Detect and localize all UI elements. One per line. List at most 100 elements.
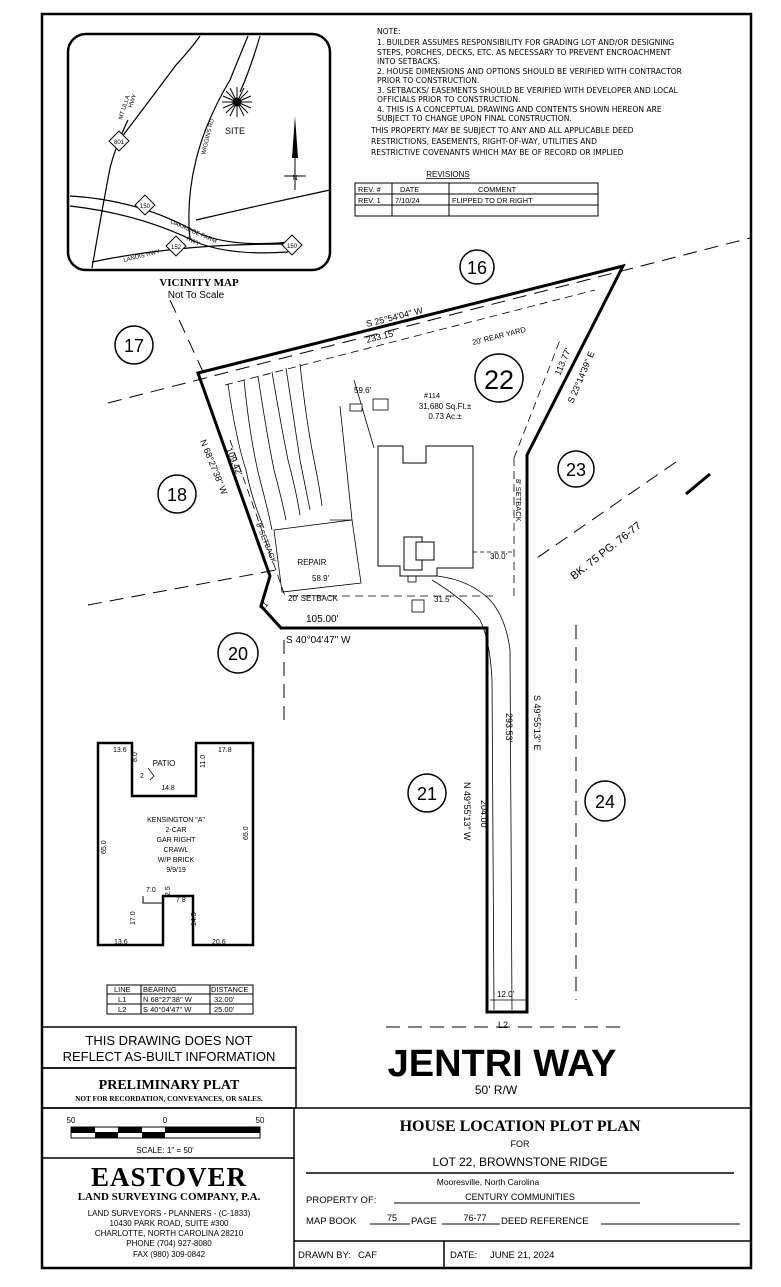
svg-text:3. SETBACKS/ EASEMENTS SHOULD: 3. SETBACKS/ EASEMENTS SHOULD BE VERIFIE… [377, 86, 679, 95]
line-row2-line: L2 [118, 1005, 126, 1014]
mapbook-value: 75 [387, 1213, 397, 1223]
svg-text:INTO SETBACKS.: INTO SETBACKS. [377, 57, 440, 66]
svg-text:REFLECT AS-BUILT INFORMATION: REFLECT AS-BUILT INFORMATION [63, 1049, 276, 1064]
dim-30-0: 30.0' [490, 552, 508, 561]
notes-block: NOTE: 1. BUILDER ASSUMES RESPONSIBILITY … [370, 27, 683, 157]
svg-text:PRIOR TO CONSTRUCTION.: PRIOR TO CONSTRUCTION. [377, 76, 479, 85]
setback-right: 8' SETBACK [514, 479, 523, 522]
vicinity-map: SITE MT ULLA HWY WIGGINS RD OAKRIDGE FAR… [66, 32, 332, 301]
svg-text:50: 50 [67, 1116, 76, 1125]
svg-text:NOTE:: NOTE: [377, 27, 401, 36]
detail-7-8: 7.8 [176, 897, 186, 904]
scale-bar: 50 0 50 SCALE: 1" = 50' [67, 1116, 265, 1155]
plan-city: Mooresville, North Carolina [437, 1177, 540, 1187]
svg-text:CHARLOTTE, NORTH CAROLINA 2821: CHARLOTTE, NORTH CAROLINA 28210 [95, 1229, 244, 1238]
lot-20: 20 [217, 632, 259, 674]
company-block: EASTOVER LAND SURVEYING COMPANY, P.A. LA… [78, 1162, 261, 1259]
lot-24: 24 [584, 780, 626, 822]
rev-row-comment: FLIPPED TO DR RIGHT [452, 196, 533, 205]
repair-label: REPAIR [297, 558, 326, 567]
bearing-right: S 23°14'39" E [566, 350, 597, 405]
detail-7-0: 7.0 [146, 887, 156, 894]
detail-17-0: 17.0 [130, 911, 137, 925]
lot-number: #114 [424, 391, 440, 400]
line-row2-distance: 25.00' [214, 1005, 235, 1014]
svg-text:150: 150 [287, 244, 298, 250]
detail-20-6: 20.6 [212, 939, 226, 946]
property-label: PROPERTY OF: [306, 1195, 376, 1206]
lot-21: 21 [407, 773, 447, 813]
dist-left: 109.42' [224, 446, 244, 477]
bearing-stem-right: S 49°55'13" E [532, 695, 542, 751]
detail-11-0: 11.0 [200, 755, 207, 768]
house-detail: 13.6 8.0 PATIO 17.8 14.8 11.0 2 KENSINGT… [96, 741, 255, 947]
rev-row-date: 7/10/24 [395, 196, 420, 205]
svg-text:N: N [292, 175, 297, 182]
svg-text:150: 150 [140, 204, 151, 210]
shield-801-icon: 801 [108, 130, 130, 152]
bearing-stem-left: N 49°55'13" W [462, 782, 472, 841]
line-header-distance: DISTANCE [211, 985, 248, 994]
company-name: EASTOVER [91, 1162, 247, 1192]
model-line-4: CRAWL [163, 847, 188, 854]
detail-17-8: 17.8 [218, 747, 232, 754]
vicinity-frame [66, 32, 332, 272]
line-table: LINE BEARING DISTANCE L1 N 68°27'38" W 3… [106, 984, 254, 1015]
model-line-2: 2-CAR [165, 827, 186, 834]
property-owner: CENTURY COMMUNITIES [465, 1192, 575, 1202]
area-sqft: 31,680 Sq.Ft.± [419, 402, 472, 411]
dist-204: 204.00' [479, 800, 489, 830]
disclaimer-box: THIS DRAWING DOES NOT REFLECT AS-BUILT I… [41, 1026, 297, 1069]
detail-14-5: 14.5 [191, 912, 198, 926]
lot-23: 23 [557, 450, 595, 488]
date-value: JUNE 21, 2024 [490, 1250, 554, 1261]
svg-text:18: 18 [167, 485, 187, 505]
patio-label: PATIO [153, 759, 176, 768]
svg-text:801: 801 [114, 140, 125, 146]
detail-2-5: 2.5 [165, 886, 172, 896]
page-value: 76-77 [463, 1213, 486, 1223]
house-footprint [377, 445, 474, 577]
road-hwy: HWY [128, 93, 138, 108]
rev-header-date: DATE [400, 185, 419, 194]
road-hwy-2: HWY [185, 236, 200, 247]
property-boundary [196, 263, 626, 1014]
svg-text:STEPS, PORCHES, DECKS, ETC. AS: STEPS, PORCHES, DECKS, ETC. AS NECESSARY… [377, 48, 671, 57]
plan-title: HOUSE LOCATION PLOT PLAN [400, 1118, 641, 1135]
street-rw: 50' R/W [475, 1083, 518, 1097]
line-row1-bearing: N 68°27'38" W [143, 995, 193, 1004]
model-line-3: GAR RIGHT [157, 837, 197, 844]
rev-header-comment: COMMENT [478, 185, 517, 194]
plan-lot: LOT 22, BROWNSTONE RIDGE [433, 1155, 608, 1169]
detail-65-right: 65.0 [243, 826, 250, 840]
model-line-1: KENSINGTON "A" [147, 817, 205, 824]
prelim-title: PRELIMINARY PLAT [99, 1078, 240, 1093]
svg-text:SUBJECT TO CHANGE UPON FINAL C: SUBJECT TO CHANGE UPON FINAL CONSTRUCTIO… [377, 114, 572, 123]
shield-150-icon: 150 [134, 194, 156, 216]
lot-22: 22 [474, 353, 524, 403]
svg-text:OFFICIALS PRIOR TO CONSTRUCTIO: OFFICIALS PRIOR TO CONSTRUCTION. [377, 95, 520, 104]
line-header-bearing: BEARING [143, 985, 177, 994]
break-arrow-icon [685, 472, 711, 496]
rear-yard-label: 20' REAR YARD [471, 325, 527, 347]
dim-58-9: 58.9' [312, 574, 330, 583]
detail-65-left: 65.0 [101, 840, 108, 854]
svg-text:PHONE (704) 927-8080: PHONE (704) 927-8080 [126, 1239, 212, 1248]
model-line-6: 9/9/19 [166, 867, 186, 874]
svg-text:21: 21 [417, 784, 437, 804]
north-arrow-icon: N [284, 116, 306, 190]
svg-text:2. HOUSE DIMENSIONS AND OPTION: 2. HOUSE DIMENSIONS AND OPTIONS SHOULD B… [377, 67, 683, 76]
revisions-title: REVISIONS [426, 170, 470, 179]
svg-text:4. THIS IS A CONCEPTUAL DRAWIN: 4. THIS IS A CONCEPTUAL DRAWING AND CONT… [377, 105, 662, 114]
drawn-value: CAF [358, 1250, 377, 1261]
mapbook-label: MAP BOOK [306, 1216, 357, 1227]
detail-8-0: 8.0 [132, 752, 139, 762]
lot-16: 16 [459, 249, 495, 285]
dim-12: 12.0' [497, 990, 515, 999]
vicinity-subtitle: Not To Scale [168, 290, 225, 301]
line-row2-bearing: S 40°04'47" W [143, 1005, 192, 1014]
repair-area [273, 519, 362, 593]
svg-text:152: 152 [171, 245, 182, 251]
outer-border [40, 12, 753, 1270]
